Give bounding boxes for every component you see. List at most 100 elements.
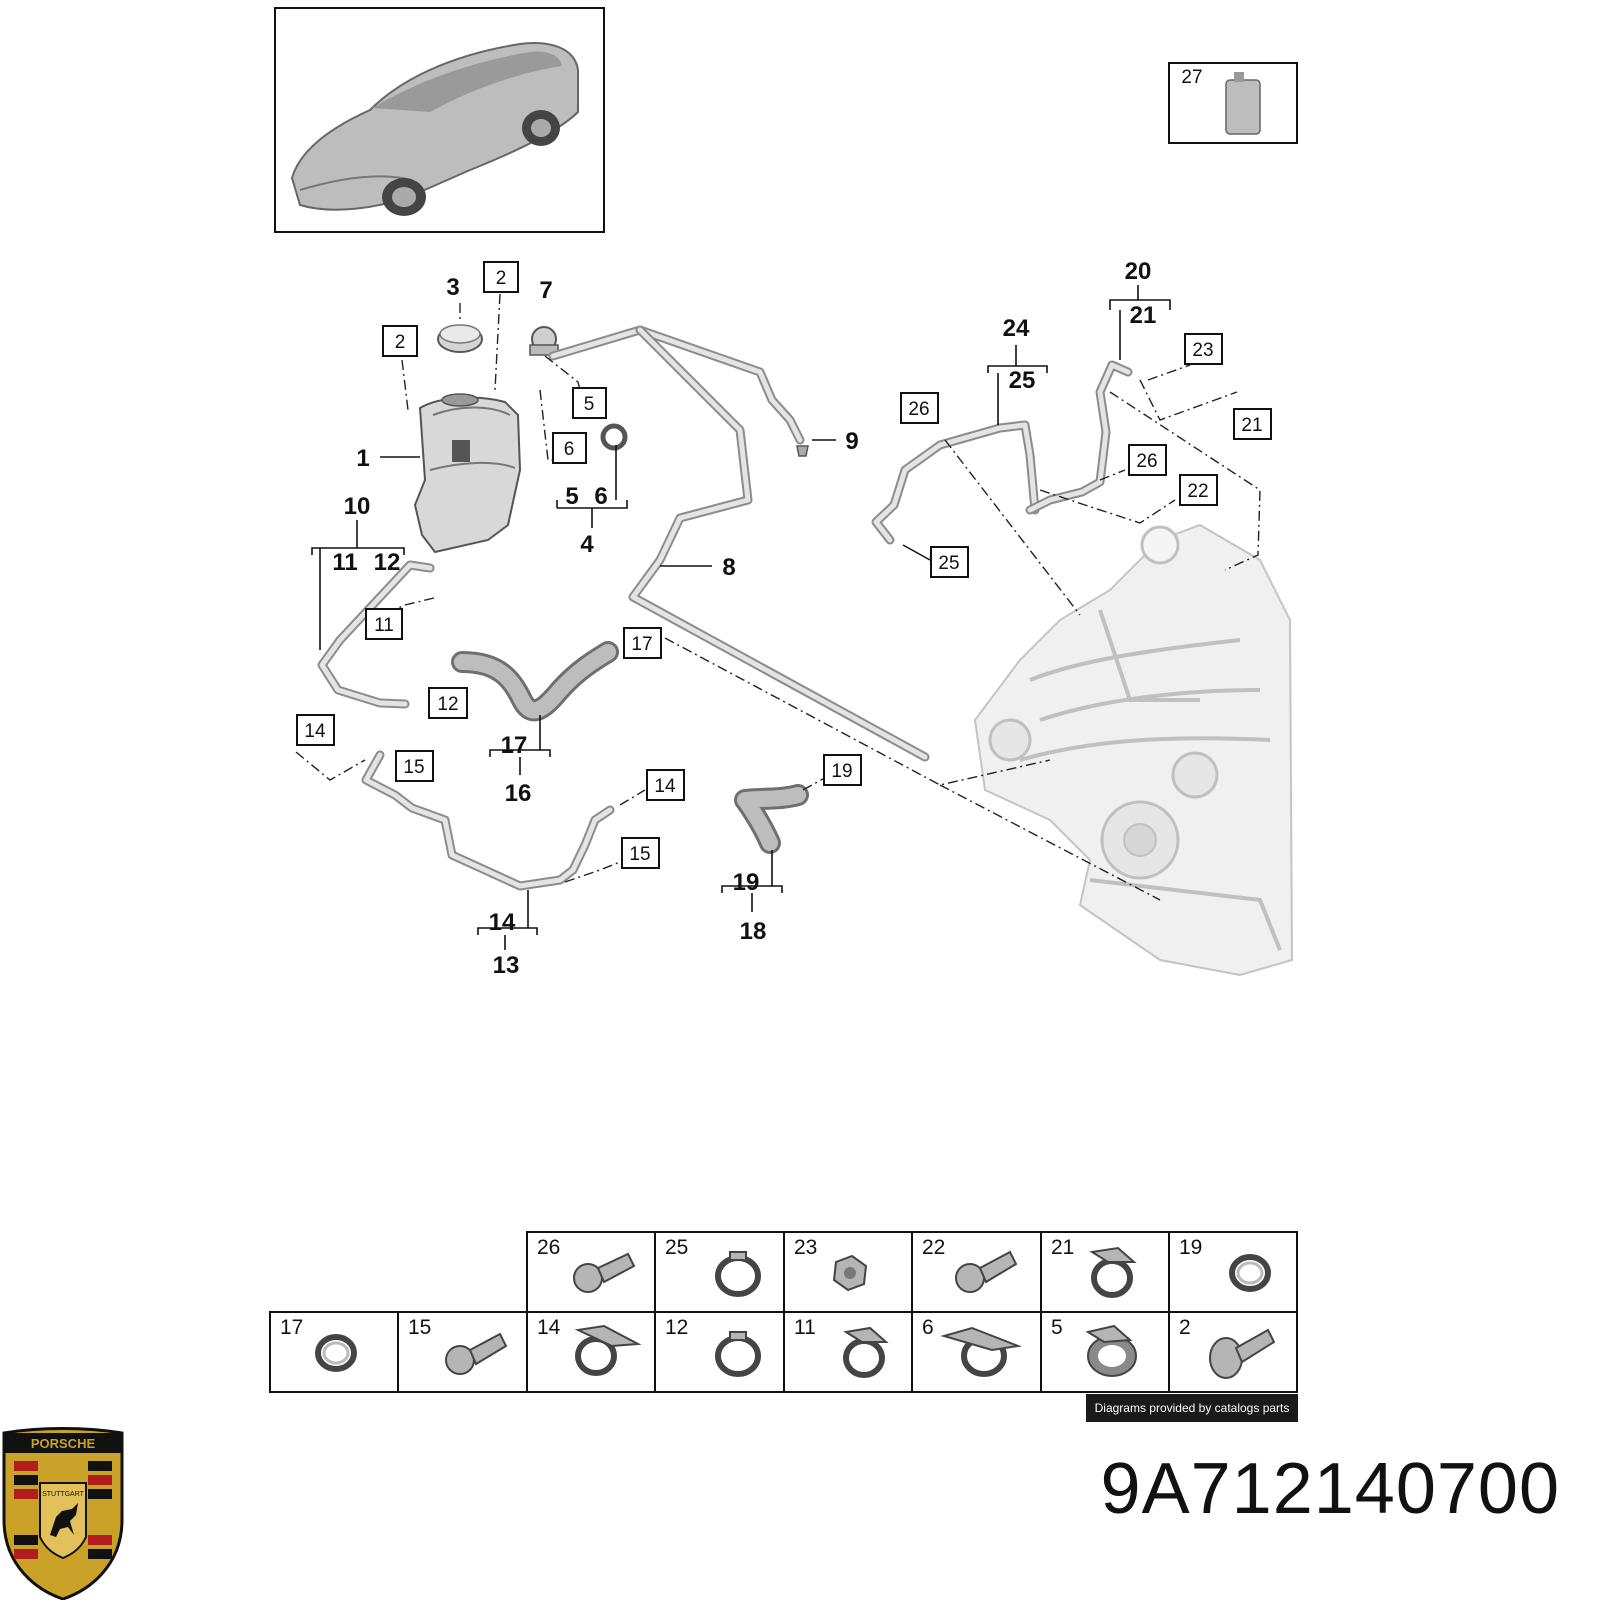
svg-text:12: 12 [665,1316,688,1339]
boxed-label-5: 5 [572,387,607,419]
svg-text:25: 25 [938,553,959,574]
boxed-label-22: 22 [1179,474,1218,506]
boxed-label-15a: 15 [395,750,434,782]
svg-text:2: 2 [395,332,406,353]
svg-text:2: 2 [496,268,507,289]
callout-18: 18 [740,918,767,945]
svg-text:11: 11 [794,1316,816,1339]
valve [529,326,559,356]
leader-lines [295,293,1261,901]
spring-clamp-icon [843,1326,889,1378]
boxed-label-2b: 2 [483,261,519,293]
callout-1: 1 [356,445,369,472]
band-clamp-icon [1085,1324,1137,1377]
hw-cell-14: 14 [526,1311,656,1393]
svg-text:23: 23 [1192,340,1213,361]
svg-text:23: 23 [794,1236,817,1259]
callout-12: 12 [374,549,401,576]
svg-text:15: 15 [408,1316,431,1339]
svg-text:26: 26 [908,399,929,420]
hw-cell-15: 15 [397,1311,528,1393]
callout-8: 8 [722,554,735,581]
boxed-label-25: 25 [930,546,969,578]
hw-cell-22: 22 [911,1231,1042,1313]
svg-text:5: 5 [584,394,595,415]
hose-clamp-icon [315,1334,357,1372]
svg-text:21: 21 [1241,415,1262,436]
callout-9: 9 [845,428,858,455]
vehicle-thumbnail [274,7,605,233]
porsche-crest-logo: PORSCHE STUTTGART [2,1427,124,1600]
callout-13: 13 [493,952,520,979]
svg-text:14: 14 [654,776,676,797]
spring-clamp-icon [940,1326,1022,1377]
callout-10: 10 [344,493,371,520]
svg-text:11: 11 [374,615,394,636]
svg-text:PORSCHE: PORSCHE [31,1436,96,1451]
svg-text:17: 17 [631,634,652,655]
brackets [311,285,1171,950]
hose-10 [317,560,435,709]
callout-14: 14 [489,909,516,936]
boxed-label-12: 12 [428,687,468,719]
svg-text:2: 2 [1179,1316,1191,1339]
svg-text:19: 19 [831,761,852,782]
expansion-tank [413,393,522,554]
callout-19: 19 [733,869,760,896]
svg-text:26: 26 [1136,451,1157,472]
callout-4: 4 [580,531,594,558]
part-number: 9A712140700 [1100,1449,1560,1529]
callout-6: 6 [594,483,607,510]
svg-text:14: 14 [537,1316,561,1339]
pipe-24 [871,420,1040,545]
nut-icon [832,1254,868,1292]
svg-text:STUTTGART: STUTTGART [42,1491,85,1498]
boxed-label-11: 11 [365,608,403,640]
diagram-credit: Diagrams provided by catalogs parts [1086,1394,1298,1422]
bolt-icon [445,1332,508,1375]
fluid-bottle-box [1168,62,1298,144]
hw-cell-21: 21 [1040,1231,1170,1313]
callout-21: 21 [1130,302,1157,329]
hw-cell-6: 6 [911,1311,1042,1393]
boxed-label-26a: 26 [900,392,939,424]
plug [796,445,809,457]
hose-18 [734,784,809,854]
seal-ring [600,423,628,451]
spring-clamp-icon [1089,1246,1137,1298]
svg-text:21: 21 [1051,1236,1074,1259]
pipe-13 [361,750,615,891]
hw-cell-12: 12 [654,1311,785,1393]
svg-text:19: 19 [1179,1236,1202,1259]
svg-text:5: 5 [1051,1316,1063,1339]
hw-cell-26: 26 [526,1231,656,1313]
callout-16: 16 [505,780,532,807]
hw-cell-25: 25 [654,1231,785,1313]
callout-numbers: 1 3 4 5 6 7 8 9 10 11 12 13 14 16 17 18 … [332,258,1156,979]
svg-text:17: 17 [280,1316,303,1339]
hose-16 [451,641,619,722]
boxed-label-15b: 15 [621,837,660,869]
callout-7: 7 [539,277,552,304]
hw-cell-11: 11 [783,1311,913,1393]
svg-text:25: 25 [665,1236,688,1259]
hose-clamp-icon [1229,1254,1271,1292]
callout-25: 25 [1009,367,1036,394]
tank-cap [437,324,483,353]
callout-24: 24 [1003,315,1030,342]
callout-11: 11 [332,549,357,576]
boxed-label-26b: 26 [1128,444,1167,476]
callout-5: 5 [565,483,578,510]
svg-text:14: 14 [304,721,326,742]
hw-cell-5: 5 [1040,1311,1170,1393]
hw-cell-2: 2 [1168,1311,1298,1393]
boxed-label-23: 23 [1184,333,1223,365]
boxed-label-2a: 2 [382,325,418,357]
pipe-20 [1025,360,1133,515]
engine-block [973,523,1294,977]
hose-clamp-icon [715,1251,761,1297]
svg-text:6: 6 [564,439,575,460]
boxed-callouts: 2 2 5 6 11 12 14 14 15 15 17 19 21 22 23… [296,67,1272,869]
svg-text:6: 6 [922,1316,934,1339]
